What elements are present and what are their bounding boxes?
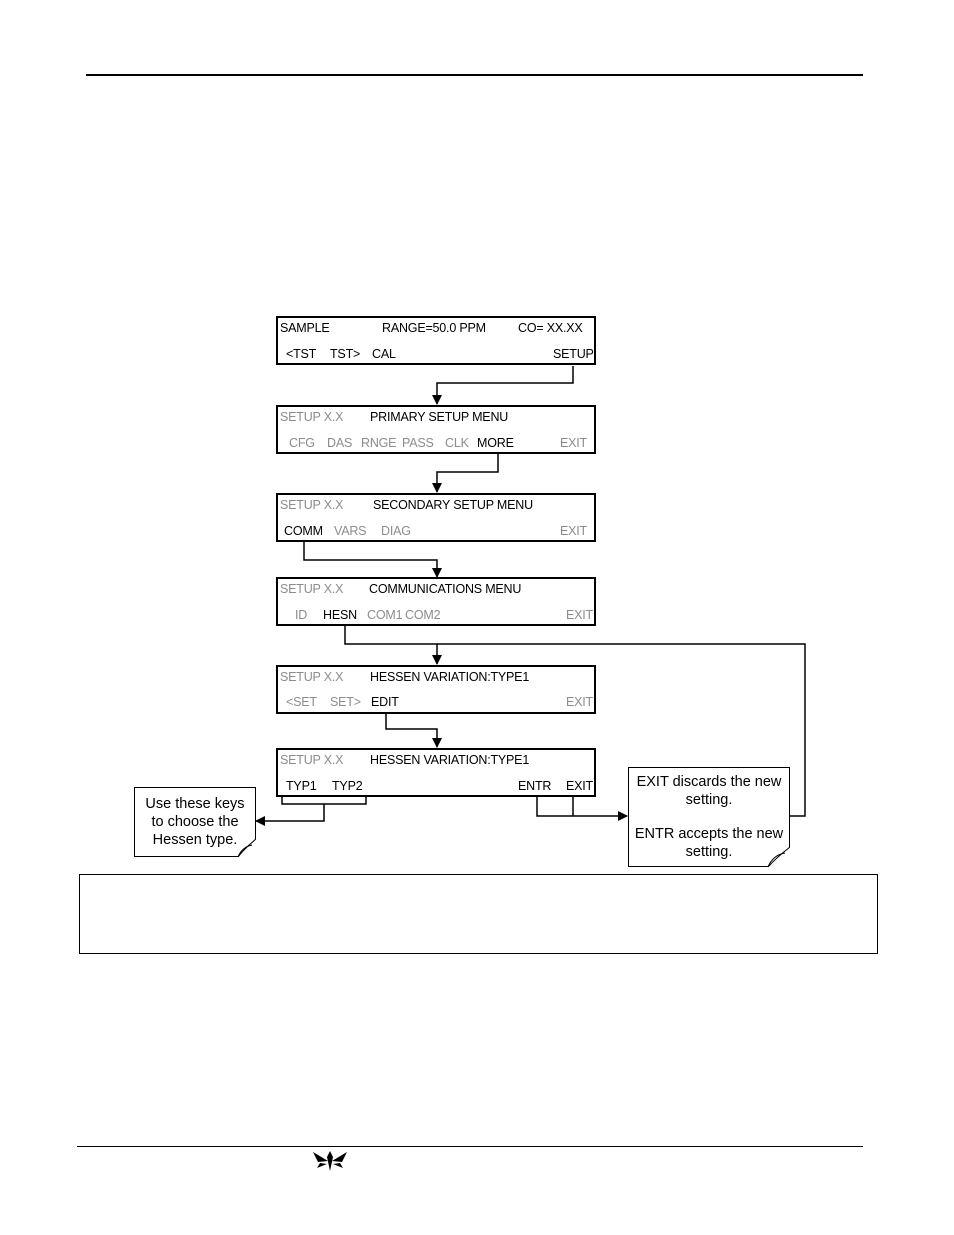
exit-description: discards the new setting. xyxy=(668,774,782,808)
note-text: Use these keys to choose the Hessen type… xyxy=(145,796,245,848)
mode-label: SAMPLE xyxy=(280,321,330,335)
setup-version: SETUP X.X xyxy=(280,410,344,424)
setup-version: SETUP X.X xyxy=(280,670,344,684)
key-diag[interactable]: DIAG xyxy=(381,524,411,538)
setup-version: SETUP X.X xyxy=(280,582,344,596)
page-curl-icon xyxy=(767,847,790,867)
entr-key-label: ENTR xyxy=(634,826,675,842)
arrow-setup-to-primary xyxy=(432,366,574,405)
note-entr-exit: EXIT discards the new setting. ENTR acce… xyxy=(628,767,790,867)
display-communications: SETUP X.X COMMUNICATIONS MENU ID HESN CO… xyxy=(276,577,596,626)
header-rule xyxy=(86,74,863,76)
display-sample: SAMPLE RANGE=50.0 PPM CO= XX.XX <TST TST… xyxy=(276,316,596,365)
caption-box xyxy=(79,874,878,954)
exit-key-label: EXIT xyxy=(636,774,669,790)
menu-title: SECONDARY SETUP MENU xyxy=(373,498,533,512)
key-id[interactable]: ID xyxy=(295,608,308,622)
key-rnge[interactable]: RNGE xyxy=(361,436,397,450)
key-set-next[interactable]: SET> xyxy=(330,695,361,709)
display-hessen-variation: SETUP X.X HESSEN VARIATION:TYPE1 <SET SE… xyxy=(276,665,596,714)
menu-title: COMMUNICATIONS MENU xyxy=(369,582,522,596)
arrow-hesn-to-variation xyxy=(344,626,442,665)
arrow-more-to-secondary xyxy=(432,453,499,493)
key-exit[interactable]: EXIT xyxy=(566,608,593,622)
footer-rule xyxy=(77,1146,863,1147)
setup-version: SETUP X.X xyxy=(280,753,344,767)
setup-version: SETUP X.X xyxy=(280,498,344,512)
arrow-comm-to-commmenu xyxy=(303,542,442,578)
note-entr-text: ENTR accepts the new setting. xyxy=(631,825,787,861)
arrow-edit-to-edit-screen xyxy=(385,713,442,748)
key-exit[interactable]: EXIT xyxy=(566,695,593,709)
key-clk[interactable]: CLK xyxy=(445,436,469,450)
note-typ-keys: Use these keys to choose the Hessen type… xyxy=(134,787,256,857)
entr-description: accepts the new setting. xyxy=(674,826,784,860)
display-secondary-setup: SETUP X.X SECONDARY SETUP MENU COMM VARS… xyxy=(276,493,596,542)
menu-title: HESSEN VARIATION:TYPE1 xyxy=(370,670,530,684)
display-primary-setup: SETUP X.X PRIMARY SETUP MENU CFG DAS RNG… xyxy=(276,405,596,454)
key-com1[interactable]: COM1 xyxy=(367,608,403,622)
key-pass[interactable]: PASS xyxy=(402,436,434,450)
page-curl-icon xyxy=(237,839,256,857)
key-com2[interactable]: COM2 xyxy=(405,608,441,622)
key-tst-prev[interactable]: <TST xyxy=(286,347,317,361)
key-edit[interactable]: EDIT xyxy=(371,695,399,709)
key-exit[interactable]: EXIT xyxy=(560,436,587,450)
note-exit-text: EXIT discards the new setting. xyxy=(631,773,787,809)
key-typ1[interactable]: TYP1 xyxy=(286,779,317,793)
menu-title: HESSEN VARIATION:TYPE1 xyxy=(370,753,530,767)
key-das[interactable]: DAS xyxy=(327,436,353,450)
teledyne-logo xyxy=(313,1151,347,1171)
key-typ2[interactable]: TYP2 xyxy=(332,779,363,793)
key-setup[interactable]: SETUP xyxy=(553,347,594,361)
key-more[interactable]: MORE xyxy=(477,436,514,450)
key-tst-next[interactable]: TST> xyxy=(330,347,361,361)
key-set-prev[interactable]: <SET xyxy=(286,695,317,709)
key-vars[interactable]: VARS xyxy=(334,524,367,538)
key-exit[interactable]: EXIT xyxy=(566,779,593,793)
key-hesn[interactable]: HESN xyxy=(323,608,357,622)
key-cfg[interactable]: CFG xyxy=(289,436,315,450)
key-cal[interactable]: CAL xyxy=(372,347,396,361)
key-exit[interactable]: EXIT xyxy=(560,524,587,538)
wire-entr-exit xyxy=(536,788,628,821)
range-readout: RANGE=50.0 PPM xyxy=(382,321,486,335)
key-comm[interactable]: COMM xyxy=(284,524,323,538)
arrow-typ-to-note xyxy=(255,804,325,826)
co-readout: CO= XX.XX xyxy=(518,321,583,335)
menu-title: PRIMARY SETUP MENU xyxy=(370,410,509,424)
wire-exit-return xyxy=(437,643,806,817)
key-entr[interactable]: ENTR xyxy=(518,779,552,793)
display-hessen-edit: SETUP X.X HESSEN VARIATION:TYPE1 TYP1 TY… xyxy=(276,748,596,797)
